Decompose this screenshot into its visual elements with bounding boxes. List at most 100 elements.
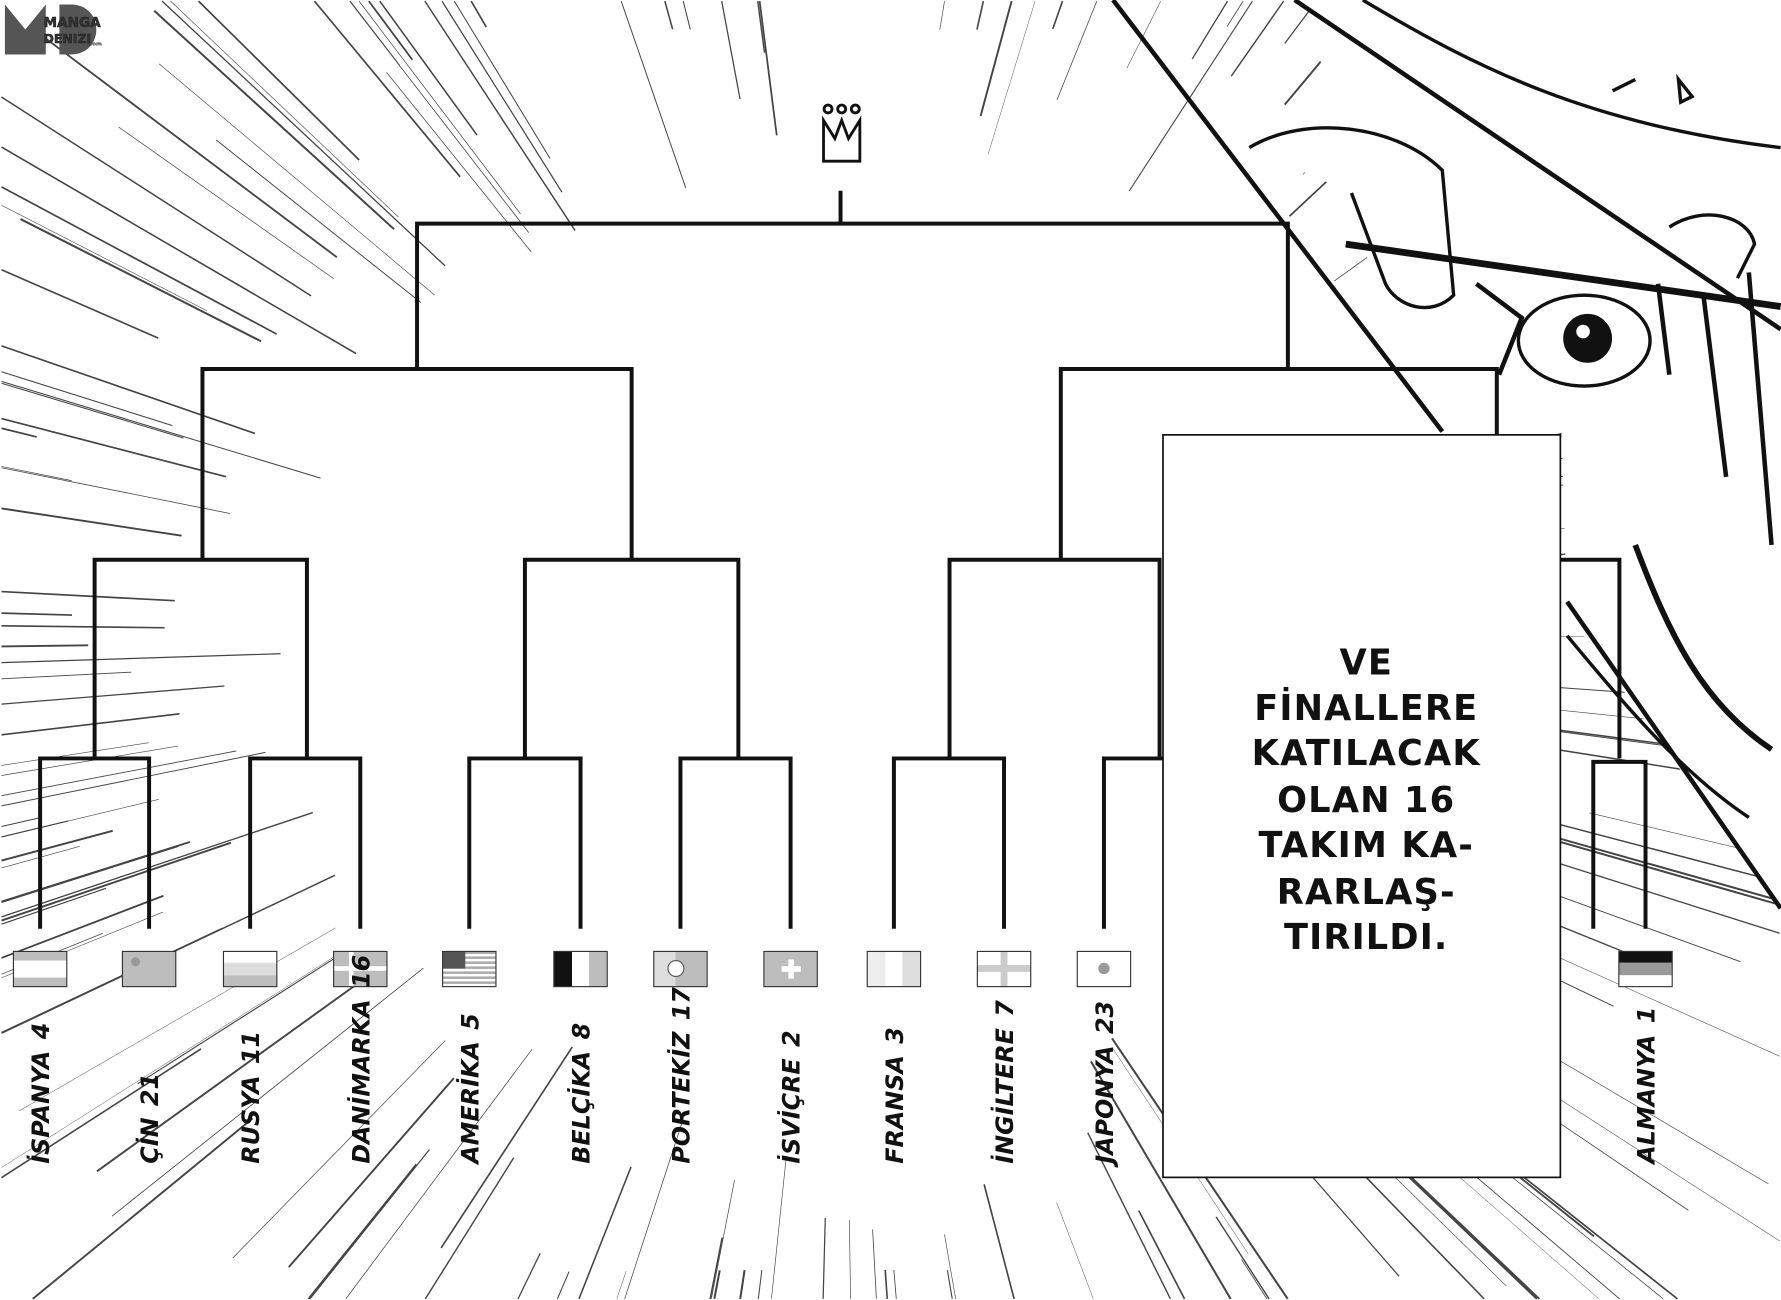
speed-line: [1052, 0, 1064, 30]
speed-line: [682, 1, 691, 30]
speed-line: [313, 0, 461, 178]
speed-line: [137, 955, 338, 1085]
team-label: İSPANYA 4: [27, 1023, 55, 1164]
speed-line: [976, 0, 985, 30]
speed-line: [1, 268, 159, 339]
team-name: BELÇİKA: [568, 1051, 596, 1164]
team-seed: 4: [27, 1023, 55, 1041]
speed-line: [1, 829, 113, 862]
team-label: JAPONYA23: [1091, 1001, 1119, 1168]
svg-text:.com: .com: [87, 41, 102, 47]
speed-line: [849, 1220, 851, 1299]
speed-line: [939, 1, 945, 30]
speed-line: [424, 0, 576, 231]
team-name: ALMANYA: [1633, 1035, 1661, 1166]
speed-line: [872, 1229, 877, 1299]
team-seed: 8: [568, 1023, 596, 1040]
speed-line: [1, 894, 164, 959]
speed-line: [1241, 1259, 1268, 1300]
speed-line: [893, 1269, 897, 1299]
flag-japan: [1076, 950, 1132, 988]
speed-line: [1, 742, 149, 766]
speed-line: [1226, 0, 1244, 27]
speed-line: [713, 1270, 721, 1300]
flag-england: [976, 950, 1032, 988]
speed-line: [1, 644, 89, 648]
flag-portugal: [653, 950, 708, 988]
team-name: JAPONYA: [1091, 1045, 1119, 1167]
speed-line: [161, 0, 446, 267]
speed-line: [1215, 1216, 1270, 1300]
speed-line: [20, 218, 262, 343]
flag-switzerland: [763, 950, 818, 988]
flag-russia: [222, 950, 278, 988]
bracket-line: [947, 557, 1162, 759]
speed-line: [379, 0, 478, 136]
speed-line: [721, 1, 741, 100]
speed-line: [944, 1234, 956, 1299]
team-seed: 3: [881, 1027, 909, 1044]
speed-line: [979, 0, 1013, 117]
speed-line: [368, 0, 414, 61]
flags: [12, 950, 1673, 988]
speed-line: [153, 9, 395, 230]
team-seed: 21: [136, 1073, 164, 1106]
speed-line: [1, 745, 179, 776]
speed-line: [441, 0, 563, 193]
speed-line: [345, 1048, 533, 1300]
speed-line: [232, 1040, 446, 1259]
speed-line: [1, 671, 132, 680]
team-label: ÇİN21: [136, 1073, 164, 1164]
team-name: DANİMARKA: [347, 999, 375, 1163]
team-name: PORTEKİZ: [668, 1031, 696, 1164]
speed-line: [1, 1048, 202, 1179]
speed-line: [771, 1156, 787, 1299]
svg-text:MANGA: MANGA: [44, 15, 102, 31]
speed-line: [1191, 0, 1229, 60]
speed-line: [1090, 1060, 1232, 1300]
speed-line: [946, 1270, 953, 1299]
svg-text:DENIZI: DENIZI: [44, 31, 92, 46]
speed-line: [757, 1270, 763, 1299]
speed-line: [1, 382, 184, 439]
speed-line: [556, 1271, 570, 1300]
speed-line: [470, 0, 487, 28]
team-seed: 16: [347, 955, 375, 988]
team-label: İSVİÇRE2: [778, 1030, 806, 1163]
speed-line: [822, 1217, 826, 1299]
speed-line: [1056, 1202, 1094, 1299]
speed-line: [1, 427, 37, 438]
team-seed: 11: [237, 1031, 265, 1064]
bracket-line: [1591, 759, 1648, 929]
speed-line: [118, 126, 334, 279]
team-label: İNGİLTERE7: [991, 1000, 1019, 1164]
speed-line: [1, 713, 180, 736]
caption-text: VE FİNALLERE KATILACAK OLAN 16 TAKIM KA-…: [1252, 642, 1482, 958]
speed-line: [1, 590, 175, 602]
bracket-line: [248, 756, 363, 929]
speed-line: [1, 186, 278, 335]
speed-line: [453, 0, 551, 159]
bracket-line: [200, 367, 634, 560]
speed-line: [1056, 0, 1098, 101]
flag-usa: [442, 950, 497, 988]
team-seed: 1: [1633, 1007, 1661, 1024]
speed-line: [757, 1, 766, 53]
speed-line: [1, 466, 72, 481]
team-label: RUSYA11: [237, 1031, 265, 1164]
crown-icon: [822, 103, 862, 163]
caption-line: KATILACAK: [1252, 733, 1482, 774]
team-name: İSPANYA: [27, 1051, 55, 1164]
speed-line: [19, 927, 336, 1112]
speed-line: [197, 0, 360, 161]
team-seed: 5: [456, 1013, 484, 1030]
bracket-line: [38, 756, 152, 929]
speed-line: [758, 1, 778, 136]
caption-box: [1162, 433, 1562, 1179]
speed-line: [1, 799, 159, 838]
speed-line: [1, 817, 39, 828]
team-seed: 2: [778, 1030, 806, 1047]
speed-line: [1, 653, 281, 664]
speed-line: [1, 625, 165, 629]
